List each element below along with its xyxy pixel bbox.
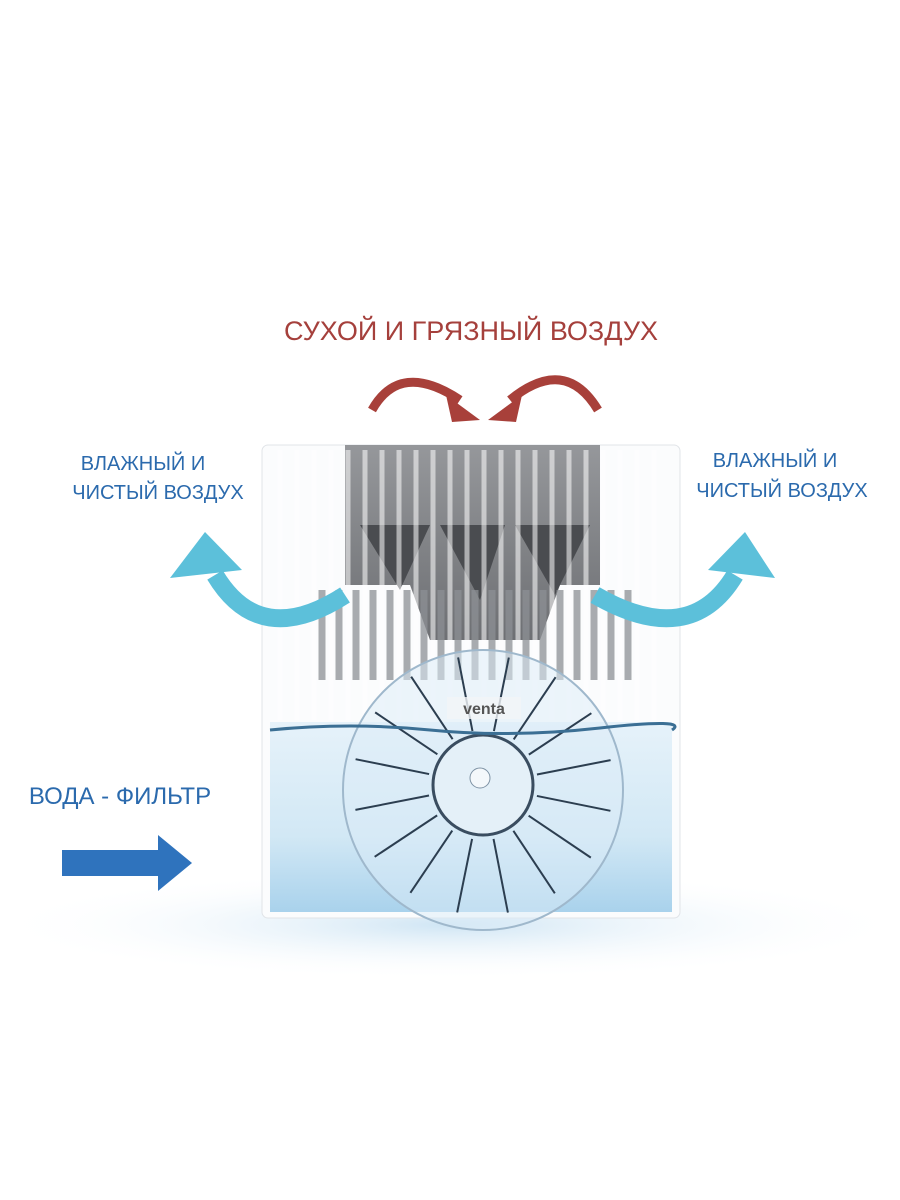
arrow-head-right bbox=[488, 395, 522, 422]
wheel-spoke bbox=[410, 676, 454, 740]
title-dry-dirty-air: СУХОЙ И ГРЯЗНЫЙ ВОЗДУХ bbox=[284, 315, 658, 346]
wheel-spoke bbox=[409, 830, 454, 894]
wheel-spoke bbox=[374, 814, 438, 858]
wheel-spoke bbox=[512, 676, 557, 740]
intake-arrows bbox=[368, 375, 602, 413]
wheel-spoke bbox=[492, 838, 509, 913]
outflow-arrow-right bbox=[590, 532, 775, 628]
water-filter-label: ВОДА - ФИЛЬТР bbox=[29, 783, 211, 810]
wheel-spoke bbox=[536, 759, 611, 776]
right-label-line1: ВЛАЖНЫЙ И bbox=[713, 448, 838, 472]
left-label-line1: ВЛАЖНЫЙ И bbox=[81, 451, 206, 475]
arrow-head-left bbox=[446, 395, 480, 422]
wheel-spoke bbox=[528, 712, 592, 756]
wheel-spoke bbox=[355, 794, 430, 811]
wheel-spoke bbox=[374, 711, 438, 756]
wheel-spoke bbox=[456, 838, 474, 913]
water-arrow bbox=[62, 835, 192, 891]
brand-logo: venta bbox=[463, 701, 505, 718]
wheel-spoke bbox=[536, 794, 611, 812]
left-label-line2: ЧИСТЫЙ ВОЗДУХ bbox=[72, 480, 243, 504]
wheel-spoke bbox=[355, 758, 430, 776]
outflow-arrow-left bbox=[170, 532, 350, 628]
right-label-line2: ЧИСТЫЙ ВОЗДУХ bbox=[696, 478, 867, 502]
wheel-spoke bbox=[528, 814, 592, 859]
wheel-spoke bbox=[512, 830, 556, 894]
humidifier-device: venta bbox=[261, 444, 681, 931]
